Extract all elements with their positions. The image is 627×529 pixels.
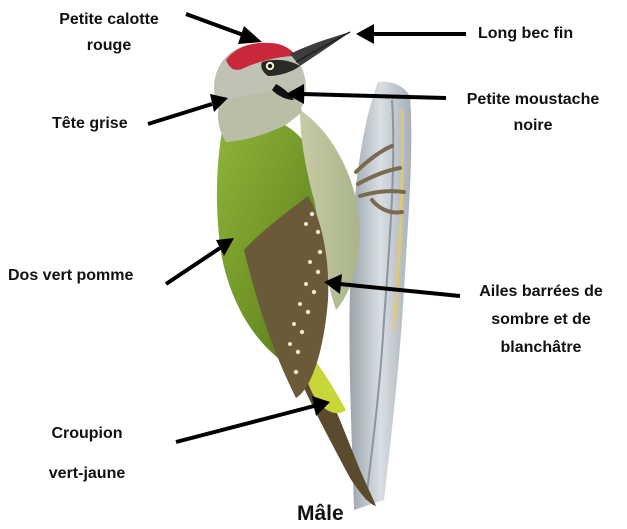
label-ailes-line1: Ailes barrées de — [460, 278, 622, 306]
label-moustache-line1: Petite moustache — [448, 90, 618, 110]
label-moustache-line2: noire — [448, 116, 618, 136]
label-croupion-line1: Croupion — [14, 424, 160, 444]
arrow-dos — [166, 238, 234, 284]
caption-male: Mâle — [297, 504, 344, 524]
label-dos: Dos vert pomme — [8, 266, 133, 286]
arrow-tete — [148, 94, 228, 124]
label-calotte-line2: rouge — [34, 36, 184, 56]
label-ailes: Ailes barrées de sombre et de blanchâtre — [460, 278, 622, 362]
label-ailes-line2: sombre et de — [460, 306, 622, 334]
arrow-croupion — [176, 396, 330, 442]
arrow-calotte — [186, 14, 262, 44]
arrow-ailes — [324, 274, 460, 296]
label-calotte-line1: Petite calotte — [34, 10, 184, 30]
arrow-bec — [356, 24, 466, 44]
label-tete: Tête grise — [52, 114, 128, 134]
label-bec: Long bec fin — [478, 24, 573, 44]
label-croupion-line2: vert-jaune — [14, 464, 160, 484]
label-moustache: Petite moustache noire — [448, 90, 618, 136]
arrow-moustache — [286, 84, 446, 104]
label-calotte: Petite calotte rouge — [34, 10, 184, 56]
label-croupion: Croupion vert-jaune — [14, 424, 160, 484]
label-ailes-line3: blanchâtre — [460, 334, 622, 362]
